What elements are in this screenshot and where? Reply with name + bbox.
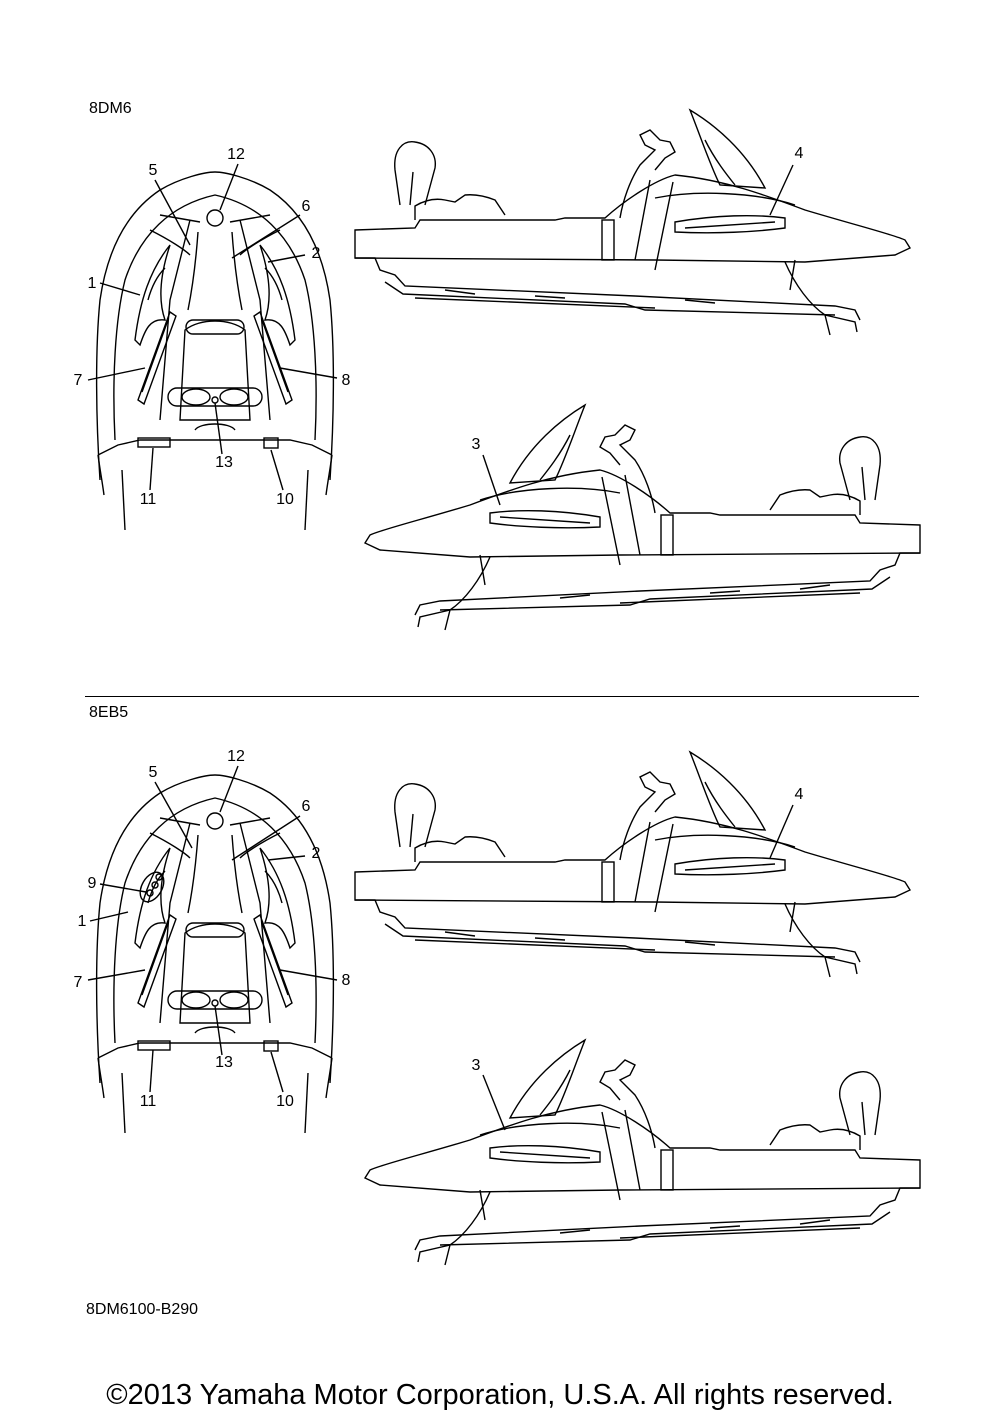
section-divider xyxy=(85,696,919,697)
callout-6: 6 xyxy=(301,198,311,215)
callout-7: 7 xyxy=(73,974,83,991)
callout-1: 1 xyxy=(87,275,97,292)
callout-12: 12 xyxy=(227,748,245,765)
callout-10: 10 xyxy=(276,491,294,508)
callout-13: 13 xyxy=(215,454,233,471)
model-label-8dm6: 8DM6 xyxy=(89,100,132,117)
callout-2: 2 xyxy=(311,245,321,262)
callout-6: 6 xyxy=(301,798,311,815)
callout-12: 12 xyxy=(227,146,245,163)
callout-11: 11 xyxy=(139,491,157,508)
callout-8: 8 xyxy=(341,972,351,989)
callout-5: 5 xyxy=(148,162,158,179)
callout-10: 10 xyxy=(276,1093,294,1110)
diagram-code: 8DM6100-B290 xyxy=(86,1301,199,1318)
callout-8: 8 xyxy=(341,372,351,389)
callout-9: 9 xyxy=(87,875,97,892)
callout-2: 2 xyxy=(311,845,321,862)
callout-4: 4 xyxy=(794,786,804,803)
copyright-notice: ©2013 Yamaha Motor Corporation, U.S.A. A… xyxy=(106,1379,894,1411)
callout-1: 1 xyxy=(77,913,87,930)
callout-3: 3 xyxy=(471,436,481,453)
callout-4: 4 xyxy=(794,145,804,162)
callout-3: 3 xyxy=(471,1057,481,1074)
callout-13: 13 xyxy=(215,1054,233,1071)
callout-7: 7 xyxy=(73,372,83,389)
callout-11: 11 xyxy=(139,1093,157,1110)
callout-5: 5 xyxy=(148,764,158,781)
model-label-8eb5: 8EB5 xyxy=(89,704,129,721)
